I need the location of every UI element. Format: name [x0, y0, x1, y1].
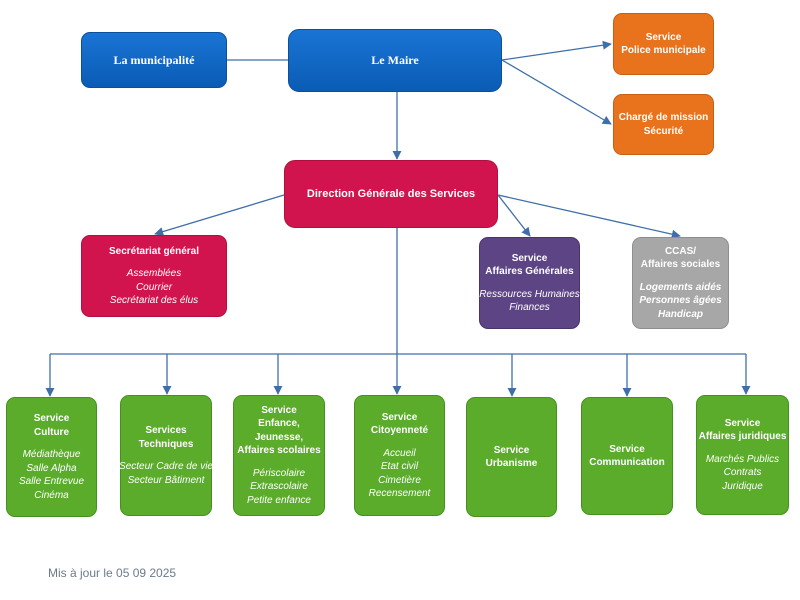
service-item: Périscolaire: [252, 467, 306, 479]
police-title-1: Service: [645, 31, 682, 43]
service-title: Techniques: [138, 438, 194, 450]
service-title: Citoyenneté: [370, 425, 429, 436]
ccas-item: Handicap: [657, 308, 703, 320]
service-item: Accueil: [383, 447, 416, 459]
municipalite-label: La municipalité: [113, 52, 195, 67]
connector-dgs-ccas: [497, 194, 681, 239]
connector-maire-police: [501, 40, 612, 61]
connector-dgs-secretariat: [154, 194, 285, 236]
connector-dgs-affaires: [497, 194, 531, 237]
service-item: Recensement: [368, 488, 431, 499]
secretariat-item: Assemblées: [126, 268, 182, 279]
ccas-title: CCAS/: [664, 245, 697, 257]
service-juridiques-box: Service Affaires juridiques Marchés Publ…: [696, 395, 789, 515]
police-title-2: Police municipale: [621, 45, 706, 56]
ccas-box: CCAS/ Affaires sociales Logements aidés …: [632, 237, 729, 329]
securite-title-1: Chargé de mission: [618, 112, 709, 123]
update-date-footer: Mis à jour le 05 09 2025: [48, 566, 177, 580]
service-item: Médiathèque: [22, 449, 81, 460]
service-title: Service: [724, 417, 761, 429]
affaires-generales-item: Finances: [509, 302, 550, 313]
service-item: Cinéma: [34, 489, 69, 501]
service-item: Juridique: [722, 480, 763, 492]
service-communication-box: Service Communication: [581, 397, 673, 515]
service-item: Marchés Publics: [705, 453, 780, 465]
affaires-generales-title: Service: [511, 252, 548, 264]
service-item: Petite enfance: [247, 494, 311, 506]
service-culture-box: Service Culture Médiathèque Salle Alpha …: [6, 397, 97, 517]
service-title: Enfance,: [258, 418, 300, 430]
police-box: Service Police municipale: [613, 13, 714, 75]
service-citoyennete-box: Service Citoyenneté Accueil Etat civil C…: [354, 395, 445, 516]
service-title: Service: [493, 444, 530, 456]
ccas-item: Personnes âgées: [639, 295, 722, 307]
service-title: Affaires scolaires: [237, 445, 321, 457]
service-title: Service: [33, 413, 70, 424]
ccas-item: Logements aidés: [639, 281, 722, 293]
securite-title-2: Sécurité: [643, 125, 684, 137]
securite-box: Chargé de mission Sécurité: [613, 94, 714, 155]
service-techniques-box: Services Techniques Secteur Cadre de vie…: [119, 395, 213, 516]
secretariat-box: Secrétariat général Assemblées Courrier …: [81, 235, 227, 317]
maire-box: Le Maire: [288, 29, 502, 92]
service-title: Service: [381, 411, 418, 423]
service-item: Cimetière: [378, 474, 421, 486]
service-title: Services: [145, 425, 187, 436]
service-title: Affaires juridiques: [698, 431, 787, 443]
service-item: Contrats: [723, 467, 762, 479]
dgs-label: Direction Générale des Services: [306, 187, 476, 200]
service-title: Jeunesse,: [254, 431, 304, 443]
municipalite-box: La municipalité: [81, 32, 227, 88]
ccas-title: Affaires sociales: [640, 259, 721, 271]
service-item: Extrascolaire: [250, 481, 308, 493]
affaires-generales-item: Ressources Humaines: [479, 288, 580, 300]
affaires-generales-title: Affaires Générales: [485, 266, 574, 277]
service-title: Culture: [34, 426, 69, 438]
secretariat-title: Secrétariat général: [108, 245, 200, 257]
service-enfance-box: Service Enfance, Jeunesse, Affaires scol…: [233, 395, 325, 516]
service-item: Etat civil: [380, 461, 419, 472]
service-item: Secteur Cadre de vie: [119, 461, 213, 472]
secretariat-item: Courrier: [135, 281, 173, 293]
service-title: Service: [261, 404, 297, 416]
maire-label: Le Maire: [371, 53, 419, 68]
service-item: Secteur Bâtiment: [127, 474, 205, 486]
service-title: Urbanisme: [485, 458, 538, 469]
service-item: Salle Entrevue: [18, 476, 85, 487]
service-title: Service: [609, 443, 645, 455]
connector-maire-securite: [501, 59, 612, 125]
service-item: Salle Alpha: [26, 462, 77, 474]
service-urbanisme-box: Service Urbanisme: [466, 397, 557, 517]
service-title: Communication: [589, 457, 665, 468]
dgs-box: Direction Générale des Services: [284, 160, 498, 228]
affaires-generales-box: Service Affaires Générales Ressources Hu…: [479, 237, 580, 329]
secretariat-item: Secrétariat des élus: [109, 295, 199, 306]
